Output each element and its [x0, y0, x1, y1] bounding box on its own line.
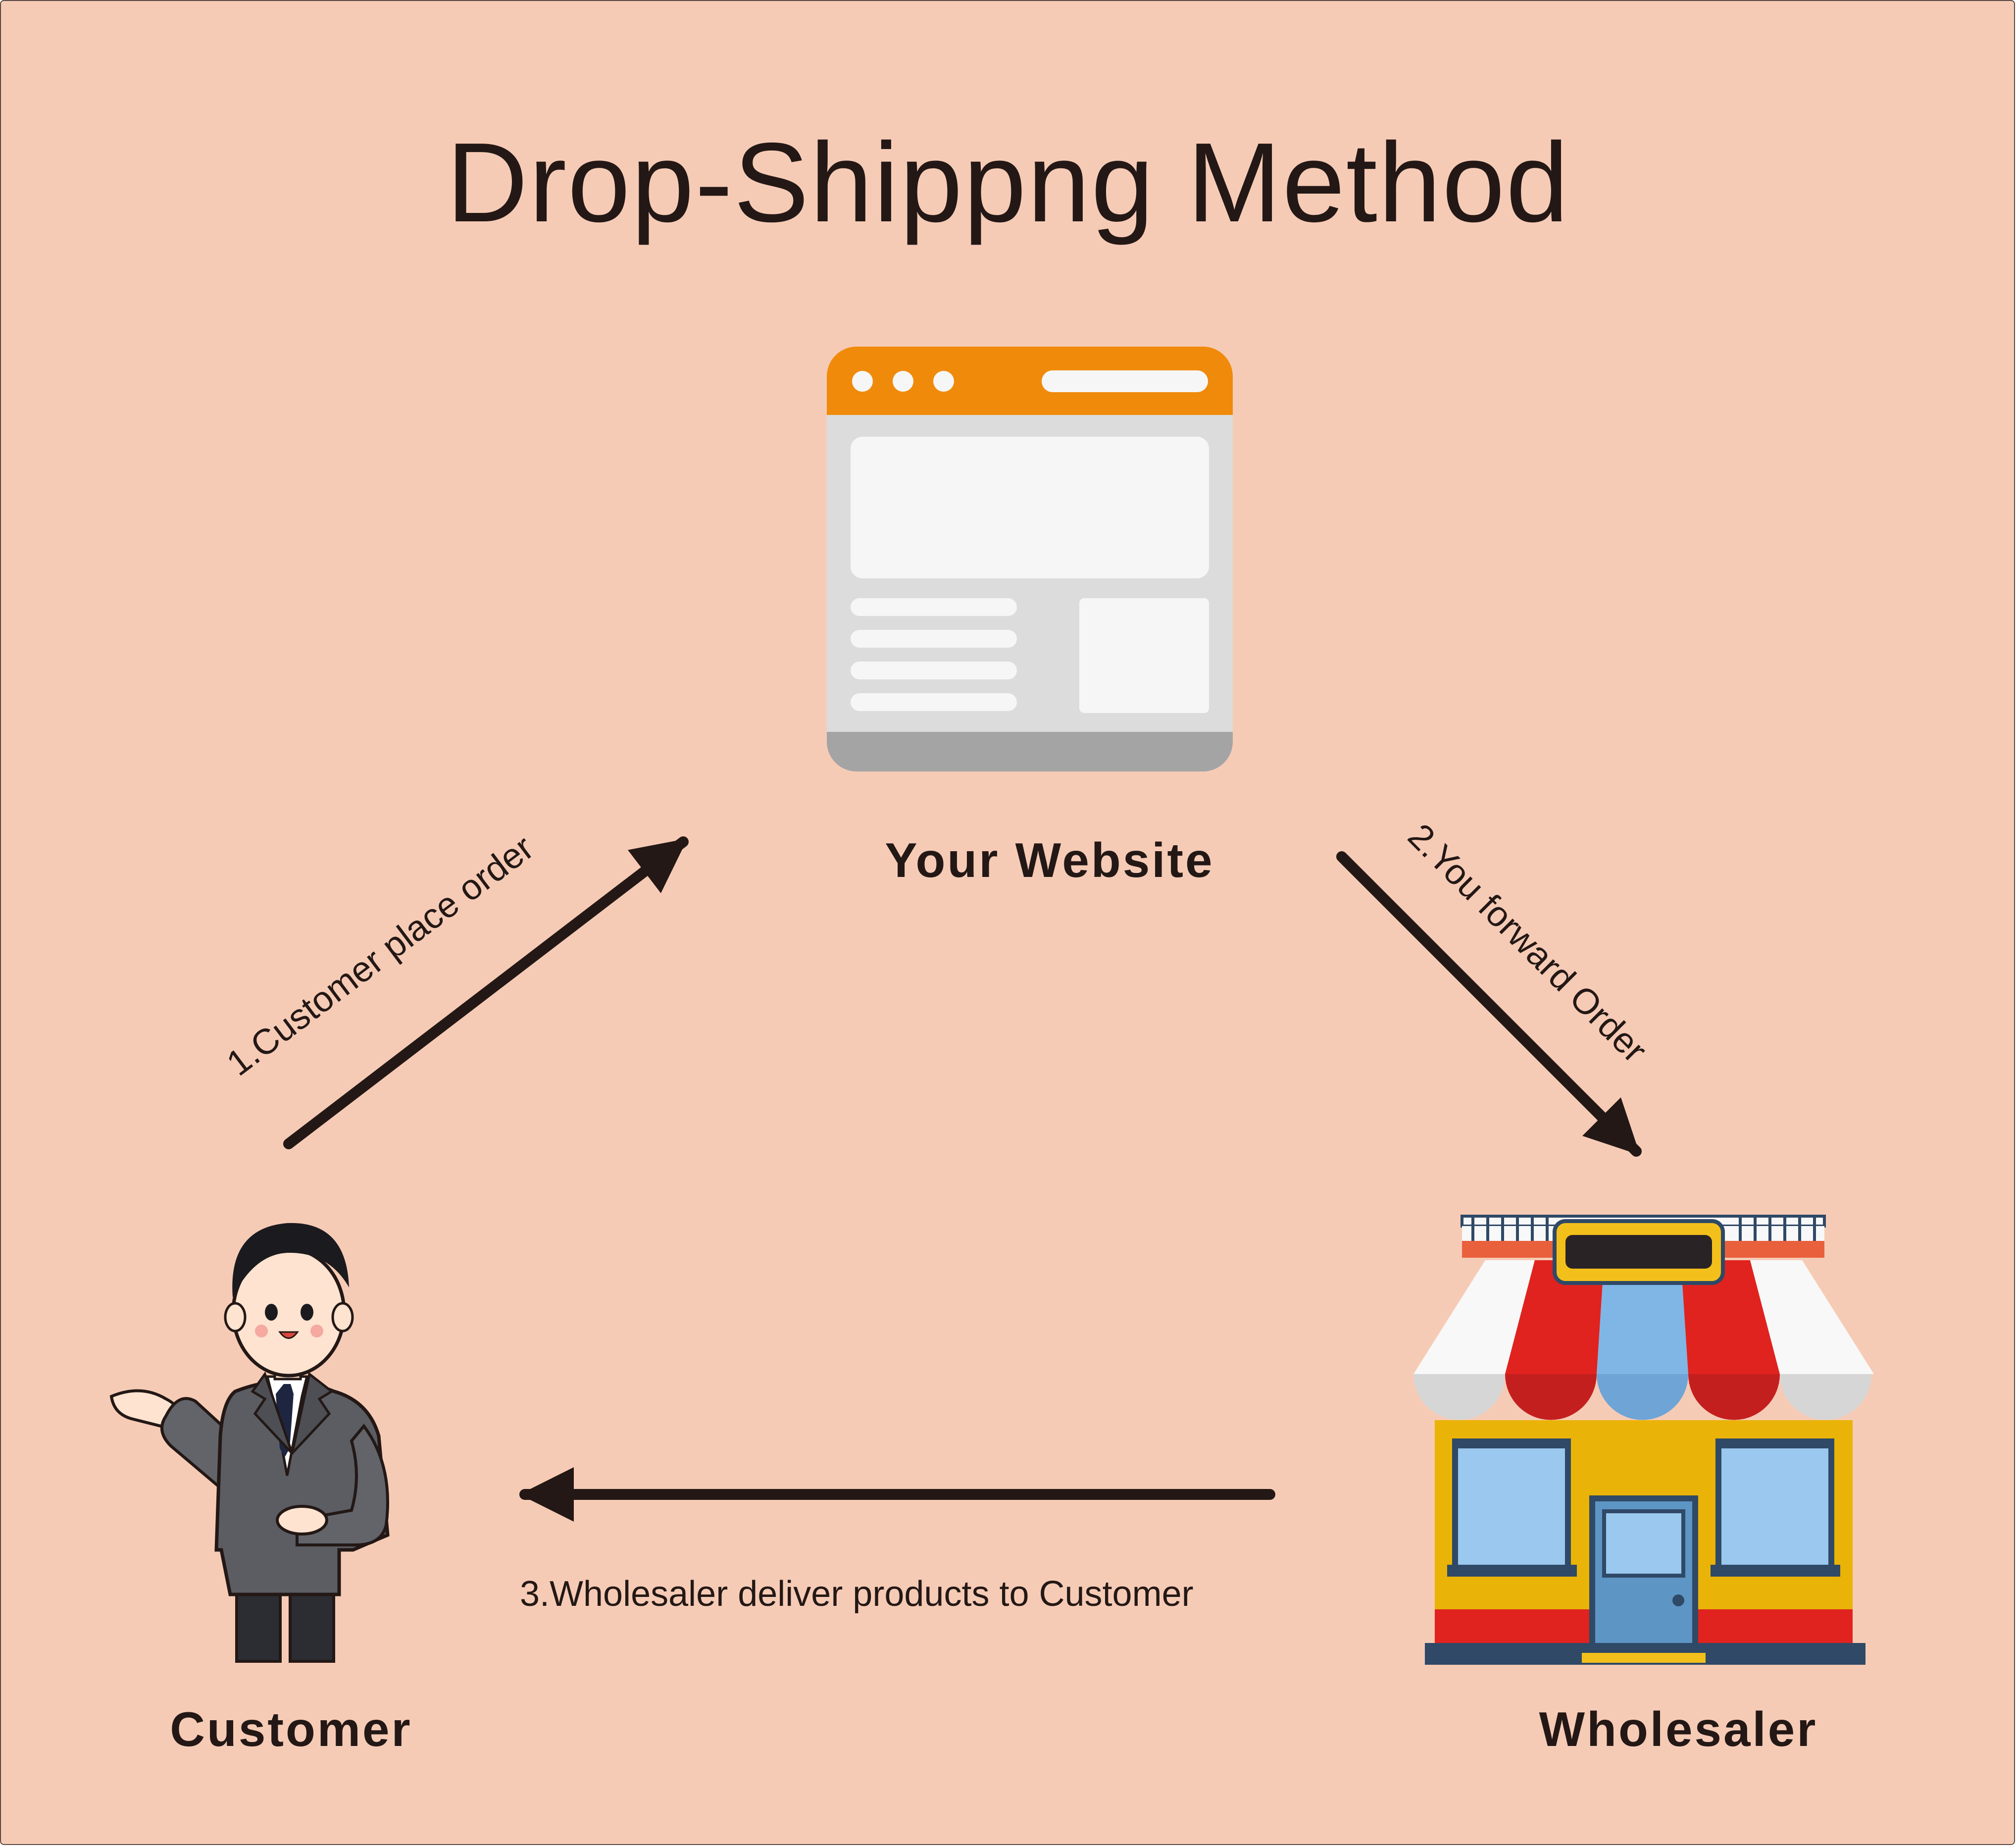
arrow-website-to-wholesaler [1336, 851, 1642, 1157]
node-label-wholesaler: Wholesaler [1539, 1702, 1818, 1756]
edge-label-wholesaler-to-customer: 3.Wholesaler deliver products to Custome… [520, 1574, 1194, 1614]
wholesaler-store-icon [1413, 1215, 1874, 1665]
arrow-customer-to-website [283, 836, 689, 1149]
diagram-title: Drop-Shippng Method [446, 120, 1570, 246]
customer-person-icon [109, 1223, 390, 1663]
node-label-customer: Customer [170, 1702, 412, 1756]
node-label-your-website: Your Website [885, 833, 1214, 887]
website-browser-icon [827, 347, 1233, 771]
